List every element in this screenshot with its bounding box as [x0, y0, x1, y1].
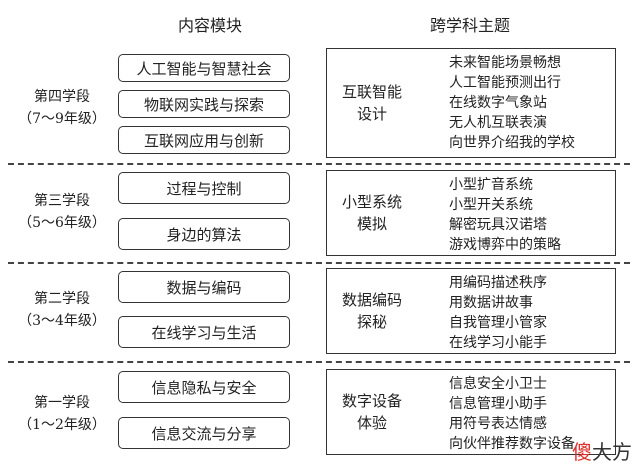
- theme-items: 用编码描述秩序 用数据讲故事 自我管理小管家 在线学习小能手: [449, 273, 547, 353]
- watermark-logo: 傻大方: [572, 440, 632, 464]
- theme-item: 小型扩音系统: [449, 177, 533, 193]
- module-box: 人工智能与智慧社会: [118, 54, 290, 82]
- stage-name: 第二学段: [34, 291, 90, 307]
- theme-box-stage-1: 数字设备 体验 信息安全小卫士 信息管理小助手 用符号表达情感 向伙伴推荐数字设…: [326, 369, 616, 455]
- module-box: 数据与编码: [118, 271, 290, 303]
- theme-item: 在线数字气象站: [449, 95, 547, 111]
- theme-item: 信息安全小卫士: [449, 376, 547, 392]
- stage-grade: （7～9年级）: [18, 111, 106, 127]
- stage-divider: [8, 163, 630, 165]
- theme-item: 解密玩具汉诺塔: [449, 217, 547, 233]
- module-box: 身边的算法: [118, 218, 290, 250]
- stage-name: 第一学段: [34, 395, 90, 411]
- stage-grade: （1～2年级）: [18, 417, 106, 433]
- theme-item: 无人机互联表演: [449, 115, 547, 131]
- theme-item: 用符号表达情感: [449, 416, 547, 432]
- theme-item: 自我管理小管家: [449, 315, 547, 331]
- theme-name: 数字设备 体验: [341, 392, 402, 432]
- theme-name: 小型系统 模拟: [341, 193, 402, 233]
- stage-3-label: 第三学段 （5～6年级）: [10, 190, 114, 234]
- theme-items: 信息安全小卫士 信息管理小助手 用符号表达情感 向伙伴推荐数字设备: [449, 374, 575, 454]
- module-box: 在线学习与生活: [118, 316, 290, 348]
- theme-box-stage-4: 互联智能 设计 未来智能场景畅想 人工智能预测出行 在线数字气象站 无人机互联表…: [326, 48, 616, 158]
- stage-4-label: 第四学段 （7～9年级）: [10, 86, 114, 130]
- theme-items: 未来智能场景畅想 人工智能预测出行 在线数字气象站 无人机互联表演 向世界介绍我…: [449, 53, 575, 153]
- theme-item: 游戏博弈中的策略: [449, 237, 561, 253]
- theme-item: 人工智能预测出行: [449, 75, 561, 91]
- theme-name: 互联智能 设计: [341, 83, 402, 123]
- module-box: 过程与控制: [118, 172, 290, 204]
- stage-name: 第三学段: [34, 193, 90, 209]
- theme-item: 信息管理小助手: [449, 396, 547, 412]
- module-box: 信息隐私与安全: [118, 371, 290, 403]
- module-box: 互联网应用与创新: [118, 126, 290, 154]
- theme-item: 用编码描述秩序: [449, 275, 547, 291]
- theme-item: 向世界介绍我的学校: [449, 135, 575, 151]
- stage-2-label: 第二学段 （3～4年级）: [10, 288, 114, 332]
- theme-item: 在线学习小能手: [449, 335, 547, 351]
- theme-box-stage-3: 小型系统 模拟 小型扩音系统 小型开关系统 解密玩具汉诺塔 游戏博弈中的策略: [326, 170, 616, 256]
- stage-grade: （3～4年级）: [18, 313, 106, 329]
- stage-grade: （5～6年级）: [18, 215, 106, 231]
- theme-name: 数据编码 探秘: [341, 291, 402, 331]
- theme-item: 未来智能场景畅想: [449, 55, 561, 71]
- stage-divider: [8, 361, 630, 363]
- theme-item: 用数据讲故事: [449, 295, 533, 311]
- theme-items: 小型扩音系统 小型开关系统 解密玩具汉诺塔 游戏博弈中的策略: [449, 175, 561, 255]
- content-module-header: 内容模块: [177, 16, 242, 35]
- cross-subject-theme-header: 跨学科主题: [429, 16, 510, 35]
- stage-divider: [8, 262, 630, 264]
- module-box: 信息交流与分享: [118, 417, 290, 449]
- stage-name: 第四学段: [34, 89, 90, 105]
- theme-item: 小型开关系统: [449, 197, 533, 213]
- module-box: 物联网实践与探索: [118, 90, 290, 118]
- theme-box-stage-2: 数据编码 探秘 用编码描述秩序 用数据讲故事 自我管理小管家 在线学习小能手: [326, 268, 616, 354]
- stage-1-label: 第一学段 （1～2年级）: [10, 392, 114, 436]
- theme-item: 向伙伴推荐数字设备: [449, 436, 575, 452]
